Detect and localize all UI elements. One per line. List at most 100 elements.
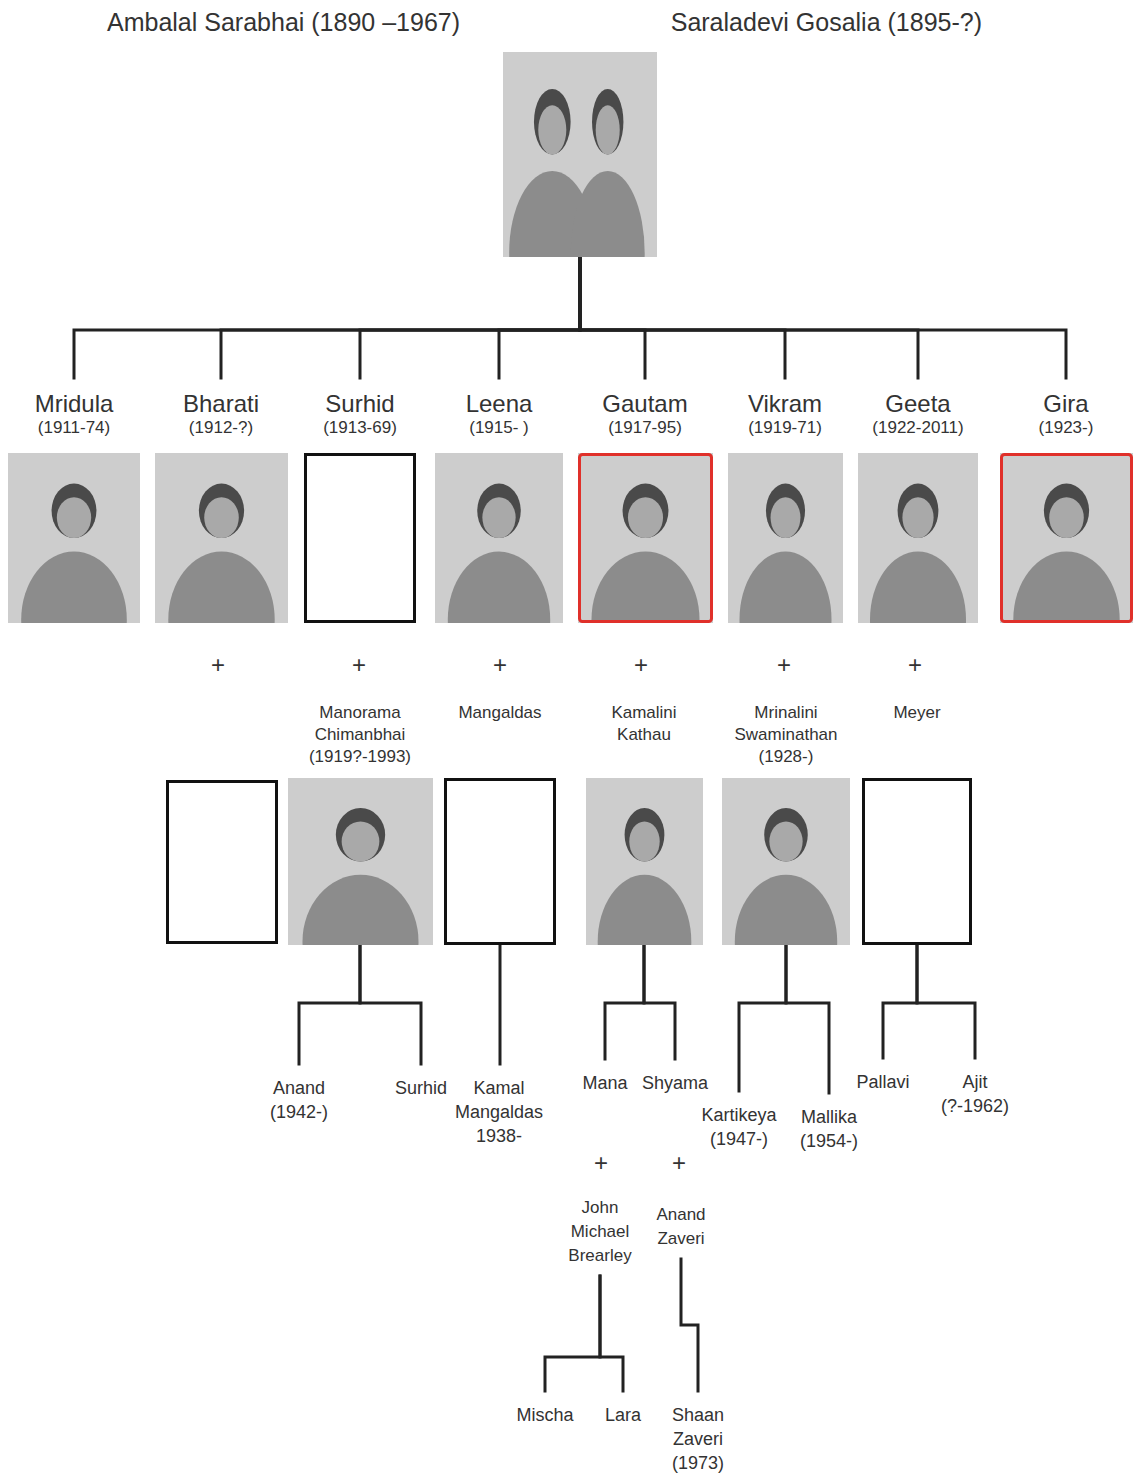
person-name: Kamalini Kathau	[586, 702, 703, 746]
photo-figure	[735, 875, 837, 945]
photo	[1000, 453, 1133, 623]
great-grandchild-name: Shaan Zaveri(1973)	[662, 1391, 734, 1479]
photo-figure	[592, 89, 623, 155]
photo	[862, 778, 972, 945]
spouse-photo: Manorama Chimanbhai(1919?-1993)	[288, 702, 433, 945]
photo-figure	[622, 484, 668, 538]
person-dates: (1919?-1993)	[288, 746, 433, 768]
spouse-photo: Mrinalini Swaminathan(1928-)	[722, 702, 850, 945]
text-group: Mischa	[510, 1403, 580, 1427]
person-dates: (1922-2011)	[856, 418, 980, 438]
photo-figure	[341, 821, 379, 861]
photo-figure	[597, 875, 691, 945]
photo-figure	[765, 484, 804, 538]
grandchild-name: Kartikeya(1947-)	[694, 1091, 784, 1159]
text-group: Shyama	[638, 1071, 712, 1095]
photo-figure	[482, 497, 515, 538]
photo-figure	[870, 552, 966, 623]
person-dates: 1938-	[449, 1124, 549, 1148]
text-group: Gira(1923-)	[998, 390, 1135, 438]
photo-figure	[538, 105, 566, 154]
photo-figure	[624, 808, 664, 861]
photo-figure	[627, 497, 662, 538]
person-name: Mallika	[793, 1105, 865, 1129]
family-line	[74, 257, 580, 378]
photo-figure	[477, 484, 521, 538]
marriage-plus: +	[634, 652, 648, 678]
photo	[304, 453, 416, 623]
family-line	[360, 945, 421, 1064]
person-name: Lara	[598, 1403, 648, 1427]
text-group: Geeta(1922-2011)	[856, 390, 980, 438]
family-line	[605, 945, 644, 1059]
child-photo: Mridula(1911-74)	[6, 378, 142, 623]
photo	[155, 453, 288, 623]
text-group: Surhid(1913-69)	[302, 390, 418, 438]
child-photo: Vikram(1919-71)	[726, 378, 845, 623]
photo-figure	[21, 552, 127, 623]
person-name: Mrinalini Swaminathan	[722, 702, 850, 746]
photo	[728, 453, 843, 623]
person-name: Geeta	[856, 390, 980, 418]
photo	[858, 453, 978, 623]
text-group: Leena(1915- )	[433, 390, 565, 438]
photo	[444, 778, 556, 945]
marriage-plus: +	[211, 652, 225, 678]
family-line	[883, 945, 917, 1058]
photo	[586, 778, 703, 945]
text-group: Mangaldas	[444, 702, 556, 724]
photo-figure	[1013, 552, 1119, 623]
photo-figure	[302, 875, 418, 945]
person-heading: Ambalal Sarabhai (1890 –1967)	[107, 7, 460, 37]
photo-figure	[52, 484, 97, 538]
photo	[503, 52, 657, 257]
in-law-name: Anand Zaveri	[648, 1191, 714, 1259]
child-photo: Geeta(1922-2011)	[856, 378, 980, 623]
great-grandchild-name: Lara	[598, 1391, 648, 1435]
person-dates: (1919-71)	[726, 418, 845, 438]
family-line	[221, 257, 580, 378]
text-group: Bharati(1912-?)	[153, 390, 290, 438]
photo-figure	[629, 821, 659, 861]
person-name: Bharati	[153, 390, 290, 418]
text-group: Ajit(?-1962)	[937, 1070, 1013, 1118]
text-group: Gautam(1917-95)	[576, 390, 715, 438]
family-line	[580, 257, 918, 378]
empty-photo-box	[864, 780, 971, 944]
highlight-border	[1001, 455, 1131, 622]
in-law-name: John Michael Brearley	[559, 1184, 641, 1276]
spouse-photo: Meyer	[862, 702, 972, 945]
person-dates: (1923-)	[998, 418, 1135, 438]
grandchild-name: Anand(1942-)	[254, 1064, 344, 1132]
person-dates: (1911-74)	[6, 418, 142, 438]
photo	[8, 453, 140, 623]
spouse-photo: Kamalini Kathau	[586, 702, 703, 945]
text-group: Surhid	[381, 1076, 461, 1100]
person-name: Anand	[254, 1076, 344, 1100]
person-dates: (1915- )	[433, 418, 565, 438]
grandchild-name: Mana	[575, 1059, 635, 1103]
photo-figure	[1043, 484, 1088, 538]
photo-figure	[335, 808, 384, 861]
text-group: Vikram(1919-71)	[726, 390, 845, 438]
person-name: Kamal Mangaldas	[449, 1076, 549, 1124]
person-name: John Michael Brearley	[559, 1196, 641, 1268]
spouse-photo: Mangaldas	[444, 702, 556, 945]
person-name: Mana	[575, 1071, 635, 1095]
grandchild-name: Mallika(1954-)	[793, 1093, 865, 1161]
person-heading: Saraladevi Gosalia (1895-?)	[671, 7, 982, 37]
highlight-border	[579, 455, 711, 622]
text-group: Kartikeya(1947-)	[694, 1103, 784, 1151]
person-name: Mischa	[510, 1403, 580, 1427]
person-dates: (1947-)	[694, 1127, 784, 1151]
family-line	[644, 945, 675, 1059]
marriage-plus: +	[908, 652, 922, 678]
text-group: Mana	[575, 1071, 635, 1095]
text-group: Pallavi	[848, 1070, 918, 1094]
grandchild-name: Ajit(?-1962)	[937, 1058, 1013, 1126]
family-line	[739, 945, 786, 1091]
family-line	[786, 945, 829, 1093]
person-dates: (1912-?)	[153, 418, 290, 438]
family-line	[600, 1276, 623, 1391]
